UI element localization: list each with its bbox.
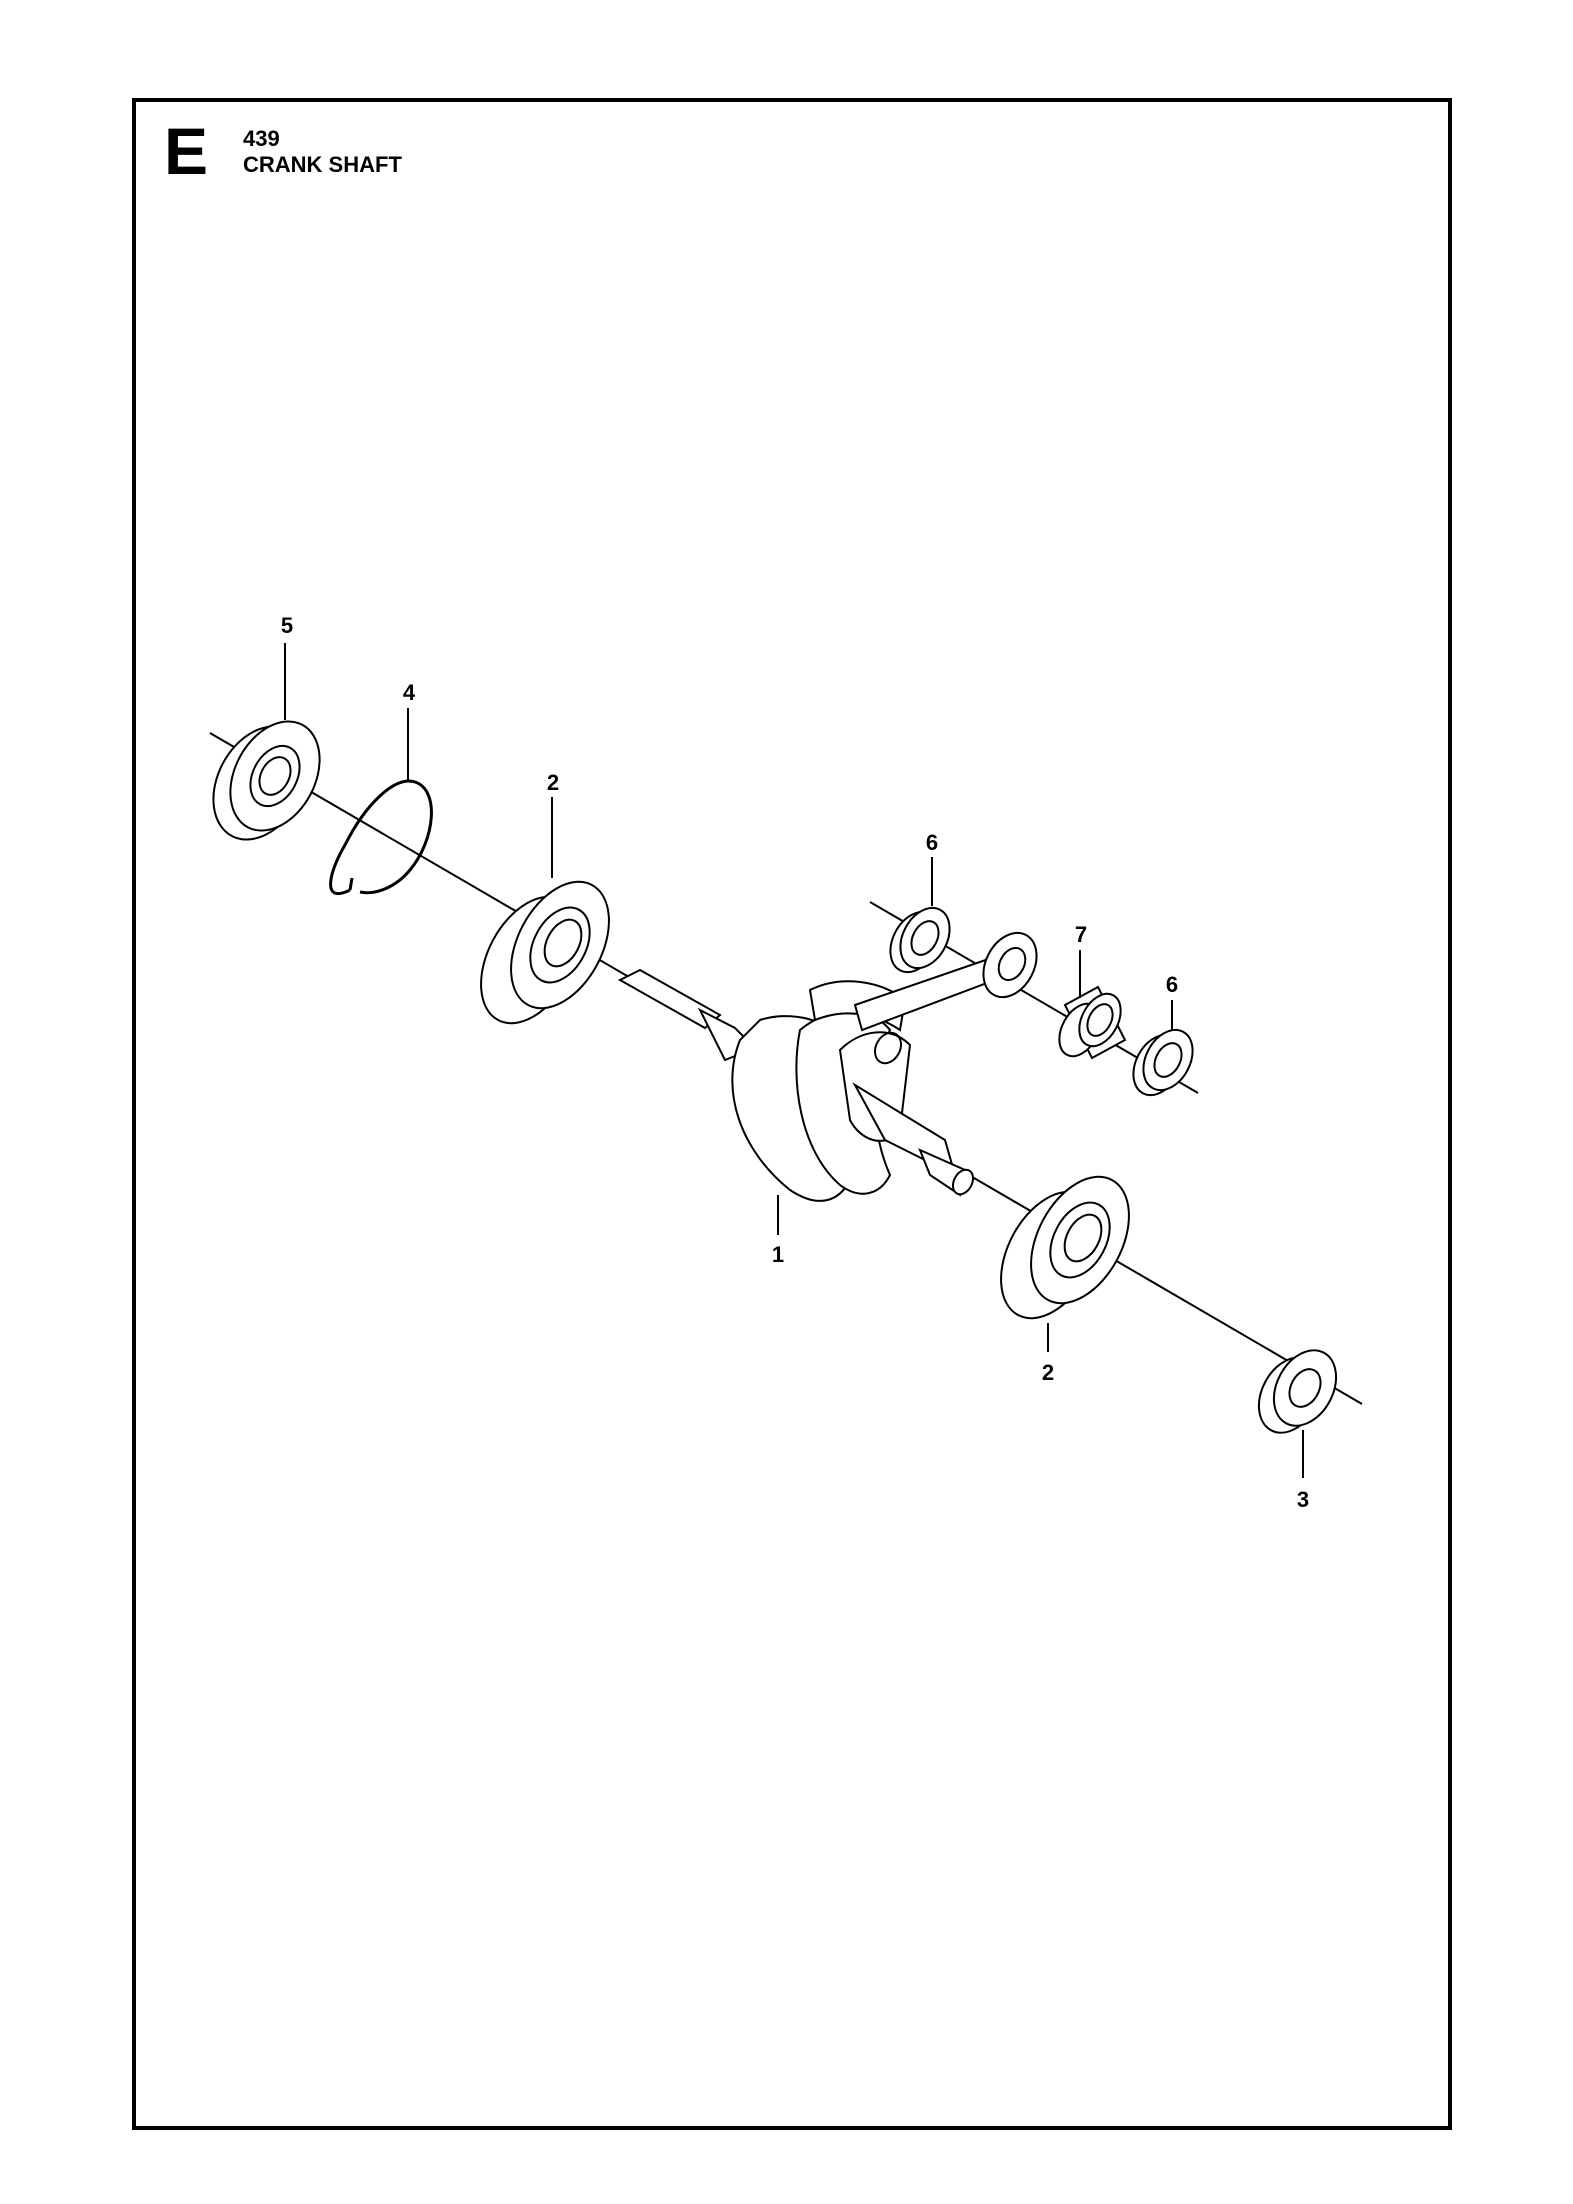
callout-4: 4 [403, 680, 416, 705]
bearing-left-part [480, 880, 610, 1025]
callout-6: 6 [926, 830, 938, 855]
callout-7: 7 [1075, 922, 1087, 947]
seal-part [212, 720, 321, 841]
section-title: CRANK SHAFT [243, 152, 402, 177]
callout-5: 5 [281, 613, 293, 638]
circlip-part [329, 779, 433, 895]
callout-6: 6 [1166, 972, 1178, 997]
model-number: 439 [243, 126, 280, 151]
callout-3: 3 [1297, 1487, 1309, 1512]
needle-bearing-part [1058, 985, 1127, 1060]
section-letter: E [164, 114, 209, 188]
bearing-right-part [1000, 1175, 1130, 1320]
callout-2: 2 [547, 770, 559, 795]
crankshaft-part [617, 931, 1038, 1202]
end-washer-part [1257, 1349, 1338, 1434]
washer-lower-part [1132, 1028, 1194, 1097]
page-frame [132, 98, 1452, 2130]
washer-upper-part [889, 906, 951, 974]
callout-1: 1 [772, 1242, 784, 1267]
callout-2: 2 [1042, 1360, 1054, 1385]
